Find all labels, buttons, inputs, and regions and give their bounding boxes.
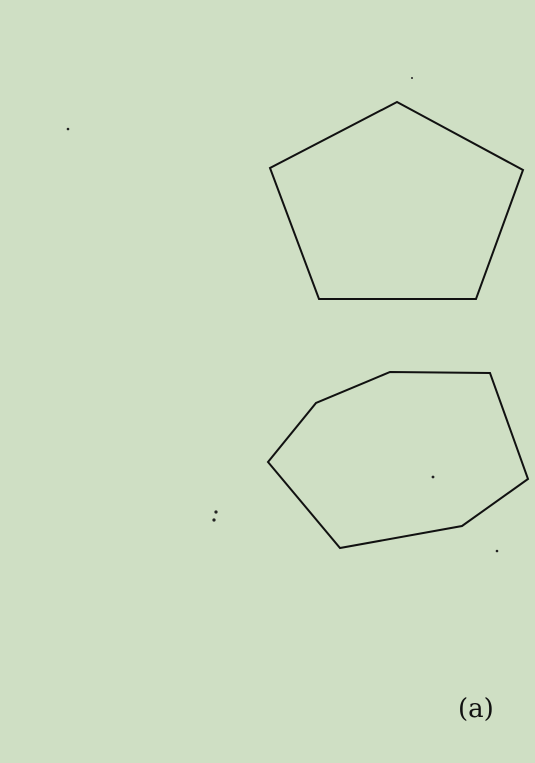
noise-speck: [431, 475, 435, 479]
pentagon-shape: [268, 100, 525, 300]
figure-label: (a): [458, 694, 494, 724]
noise-speck: [495, 549, 499, 553]
heptagon-shape: [266, 370, 530, 550]
noise-speck: [214, 510, 218, 514]
noise-speck: [66, 127, 70, 131]
noise-speck: [212, 518, 216, 522]
noise-speck: [411, 77, 413, 79]
